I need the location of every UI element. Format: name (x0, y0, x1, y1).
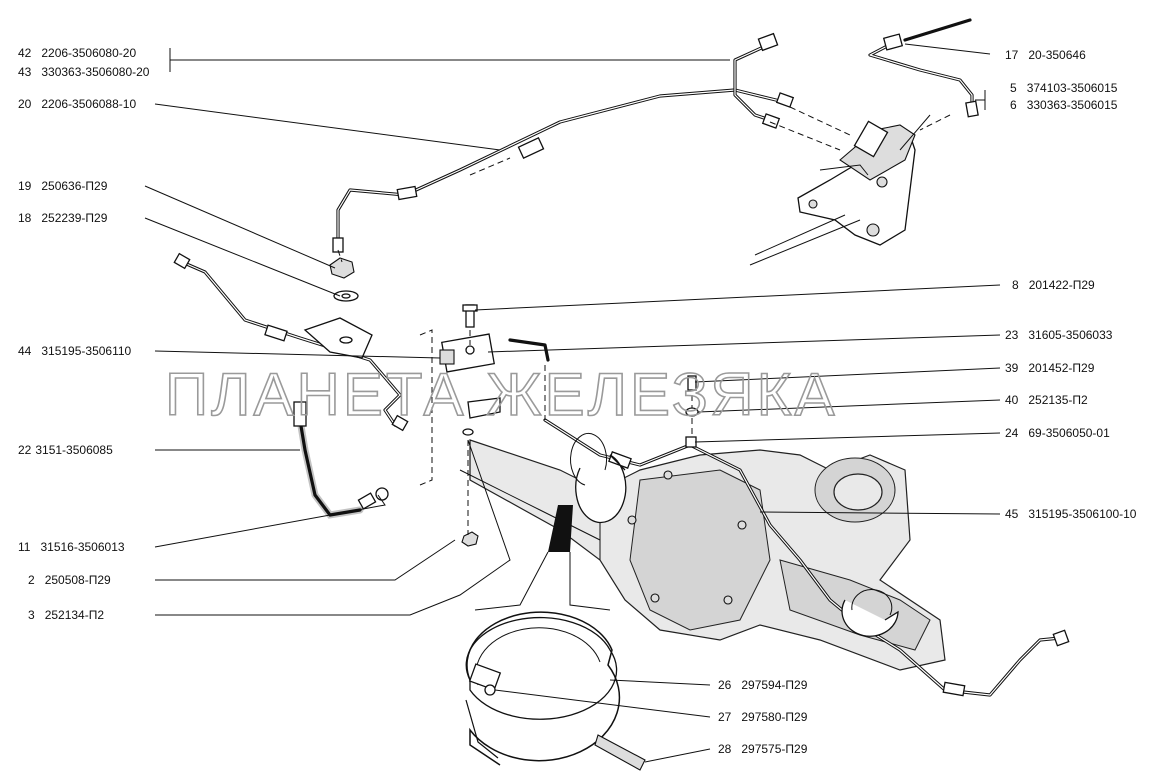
pipe-fittings (173, 32, 1070, 697)
pressure-regulator (749, 114, 931, 266)
clamp-detail (465, 611, 646, 771)
axle-clamp (570, 433, 899, 637)
section-pointer (474, 505, 611, 611)
assembly-dashes (337, 106, 951, 535)
watermark: ПЛАНЕТА ЖЕЛЕЗЯКА (165, 361, 838, 428)
leader-lines (144, 43, 1001, 763)
nut-washer-bracket (303, 257, 373, 359)
